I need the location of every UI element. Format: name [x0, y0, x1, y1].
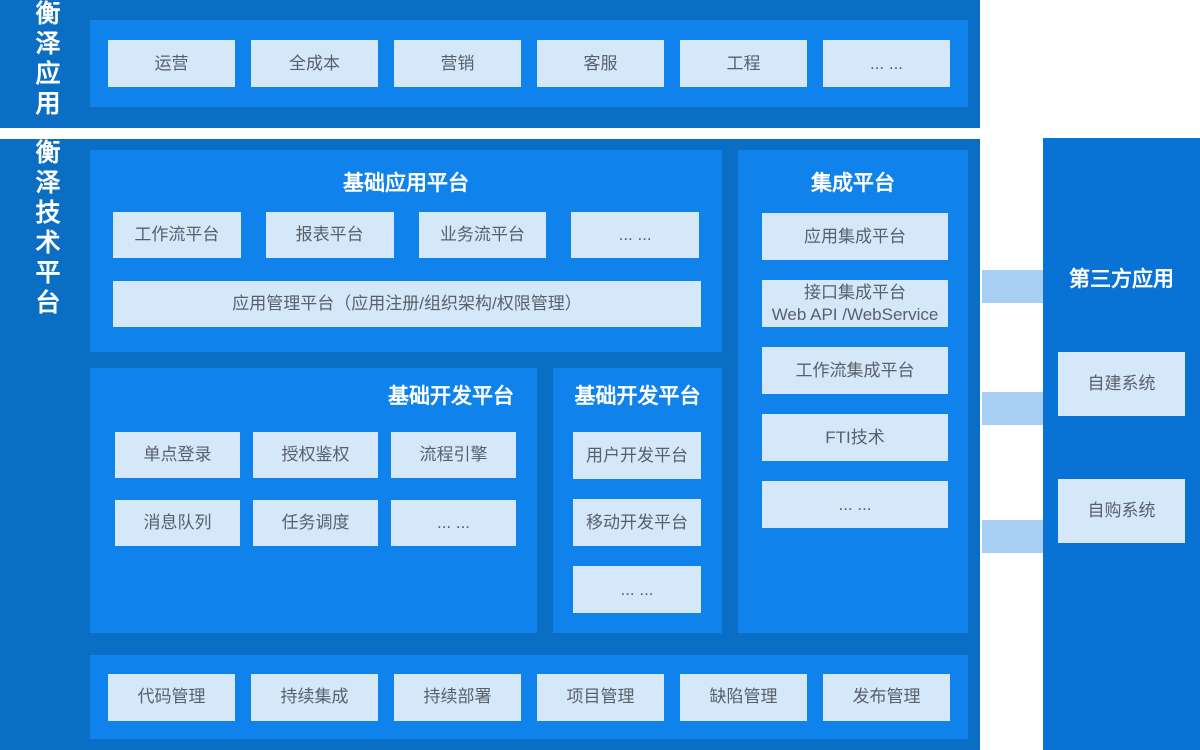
item-box: 缺陷管理	[680, 673, 807, 721]
item-box: 应用集成平台	[762, 213, 948, 260]
item-box: 持续集成	[251, 673, 378, 721]
apps-band: 衡泽应用 运营全成本营销客服工程 ... ...	[0, 0, 980, 128]
base-app-platform-items: 工作流平台报表平台业务流平台 ... ...	[90, 212, 722, 258]
item-box: 移动开发平台	[573, 499, 701, 546]
base-dev-platform-right-items: 用户开发平台移动开发平台 ... ...	[573, 432, 701, 613]
integration-platform-panel: 集成平台 应用集成平台接口集成平台 Web API /WebService 工作流…	[738, 150, 968, 633]
item-box: 工作流平台	[113, 212, 241, 258]
integration-platform-items: 应用集成平台接口集成平台 Web API /WebService 工作流集成平台 F…	[762, 213, 948, 528]
item-box: 全成本	[251, 40, 378, 87]
item-box: 接口集成平台 Web API /WebService	[762, 280, 948, 327]
item-box: 发布管理	[823, 673, 950, 721]
apps-panel: 运营全成本营销客服工程 ... ...	[90, 20, 968, 107]
base-dev-platform-right-title: 基础开发平台	[574, 385, 701, 408]
item-box: 运营	[108, 40, 235, 87]
item-box: 项目管理	[537, 673, 664, 721]
base-app-platform-panel: 基础应用平台 工作流平台报表平台业务流平台 ... ... 应用管理平台（应用注册…	[90, 150, 722, 352]
devops-bar-items: 代码管理持续集成持续部署项目管理缺陷管理发布管理	[90, 655, 968, 739]
connector-block	[982, 392, 1043, 425]
self-purchased-system-box: 自购系统	[1058, 479, 1185, 543]
integration-platform-title: 集成平台	[811, 172, 895, 195]
item-box: 消息队列	[115, 500, 240, 546]
item-box: 报表平台	[265, 212, 394, 258]
item-box: 业务流平台	[418, 212, 547, 258]
tech-platform-label: 衡泽技术平台	[32, 139, 60, 319]
apps-band-label: 衡泽应用	[32, 0, 60, 120]
app-management-platform-box: 应用管理平台（应用注册/组织架构/权限管理）	[113, 281, 701, 327]
connector-block	[982, 520, 1043, 553]
item-box: 单点登录	[115, 432, 240, 478]
base-dev-platform-right-panel: 基础开发平台 用户开发平台移动开发平台 ... ...	[553, 368, 722, 633]
item-box: 营销	[394, 40, 521, 87]
item-box: FTI技术	[762, 414, 948, 461]
item-box: 任务调度	[253, 500, 378, 546]
third-party-apps-title: 第三方应用	[1069, 268, 1174, 291]
item-box: 代码管理	[108, 673, 235, 721]
item-box: 客服	[537, 40, 664, 87]
tech-platform-band: 衡泽技术平台 基础应用平台 工作流平台报表平台业务流平台 ... ... 应用管理…	[0, 139, 980, 750]
third-party-apps-panel: 第三方应用 自建系统 自购系统	[1043, 138, 1200, 750]
item-box: ... ...	[762, 481, 948, 528]
item-box: ... ...	[823, 40, 950, 87]
base-dev-platform-left-panel: 基础开发平台 单点登录授权鉴权流程引擎消息队列任务调度 ... ...	[90, 368, 537, 633]
item-box: 流程引擎	[391, 432, 516, 478]
base-dev-platform-left-title: 基础开发平台	[388, 385, 514, 408]
item-box: 持续部署	[394, 673, 521, 721]
item-box: ... ...	[573, 566, 701, 613]
base-dev-platform-left-items: 单点登录授权鉴权流程引擎消息队列任务调度 ... ...	[115, 432, 516, 546]
item-box: 工作流集成平台	[762, 347, 948, 394]
devops-bar-panel: 代码管理持续集成持续部署项目管理缺陷管理发布管理	[90, 655, 968, 739]
connector-block	[982, 270, 1043, 303]
item-box: ... ...	[571, 212, 699, 258]
item-box: ... ...	[391, 500, 516, 546]
apps-items: 运营全成本营销客服工程 ... ...	[90, 20, 968, 107]
base-app-platform-title: 基础应用平台	[343, 172, 469, 195]
item-box: 授权鉴权	[253, 432, 378, 478]
self-built-system-box: 自建系统	[1058, 352, 1185, 416]
item-box: 用户开发平台	[573, 432, 701, 479]
item-box: 工程	[680, 40, 807, 87]
